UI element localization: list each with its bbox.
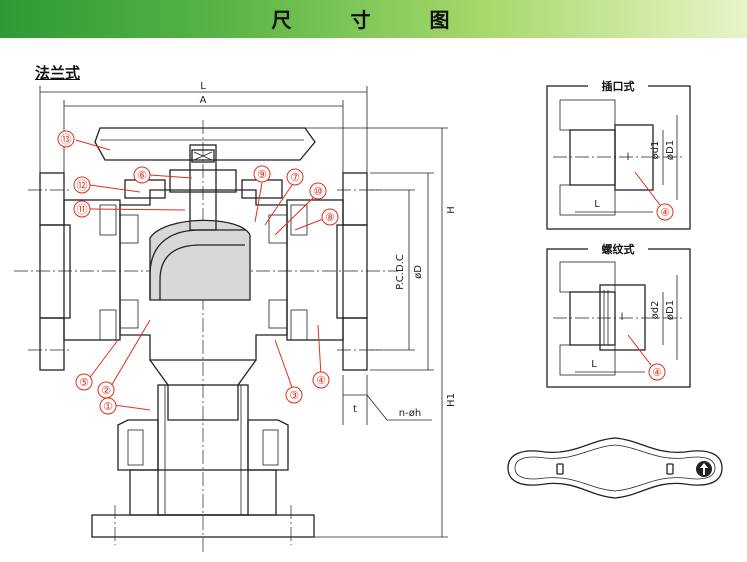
dim-H-label: H <box>446 206 457 214</box>
dim-A-label: A <box>200 95 207 106</box>
thread-d2-label: ød2 <box>650 301 661 320</box>
socket-d1-label: ød1 <box>650 141 661 160</box>
callout-12: ⑫ <box>77 179 88 192</box>
thread-L-label: L <box>591 359 597 370</box>
title-banner <box>0 0 747 38</box>
callout-11: ⑪ <box>77 203 88 216</box>
thread-panel-title: 螺纹式 <box>602 242 635 256</box>
socket-panel-title: 插口式 <box>602 79 635 93</box>
callout-9: ⑨ <box>257 168 267 181</box>
callout-4: ④ <box>316 374 326 387</box>
dim-pcd-label: P.C.D.C <box>395 254 406 290</box>
socket-L-label: L <box>594 199 600 210</box>
dimension-labels: L A H H1 P.C.D.C øD t n-øh <box>200 81 457 419</box>
main-valve-section <box>14 86 448 555</box>
callout-10: ⑩ <box>313 185 323 198</box>
socket-type-panel: 插口式 ød1 øD1 l L ④ <box>546 79 691 230</box>
socket-callout-4: ④ <box>660 206 670 219</box>
thread-l-label: l <box>621 312 624 323</box>
thread-D1-label: øD1 <box>665 300 676 320</box>
dim-t-label: t <box>353 404 357 415</box>
callout-3: ③ <box>289 389 299 402</box>
handle-top-view <box>507 437 723 499</box>
callout-13: ⑬ <box>61 133 72 146</box>
dim-holes-label: n-øh <box>399 408 421 419</box>
dimension-lines <box>39 86 448 538</box>
callout-7: ⑦ <box>290 171 300 184</box>
callout-2: ② <box>101 384 111 397</box>
socket-l-label: l <box>627 152 630 163</box>
flange-type-label: 法兰式 <box>35 64 81 82</box>
callout-8: ⑧ <box>325 211 335 224</box>
callout-markers: ⑬ ⑫ ⑪ ⑥ ⑨ ⑦ ⑩ ⑧ ⑤ ② ① ③ ④ <box>57 130 339 415</box>
callout-6: ⑥ <box>137 169 147 182</box>
callout-1: ① <box>103 400 113 413</box>
thread-type-panel: 螺纹式 ød2 øD1 l L ④ <box>546 242 691 388</box>
dim-H1-label: H1 <box>446 393 457 407</box>
thread-callout-4: ④ <box>652 366 662 379</box>
dim-od-label: øD <box>413 265 424 279</box>
dim-L-label: L <box>200 81 206 92</box>
page-title: 尺 寸 图 <box>271 8 476 32</box>
socket-D1-label: øD1 <box>665 140 676 160</box>
callout-leaders <box>75 139 324 411</box>
callout-5: ⑤ <box>79 376 89 389</box>
